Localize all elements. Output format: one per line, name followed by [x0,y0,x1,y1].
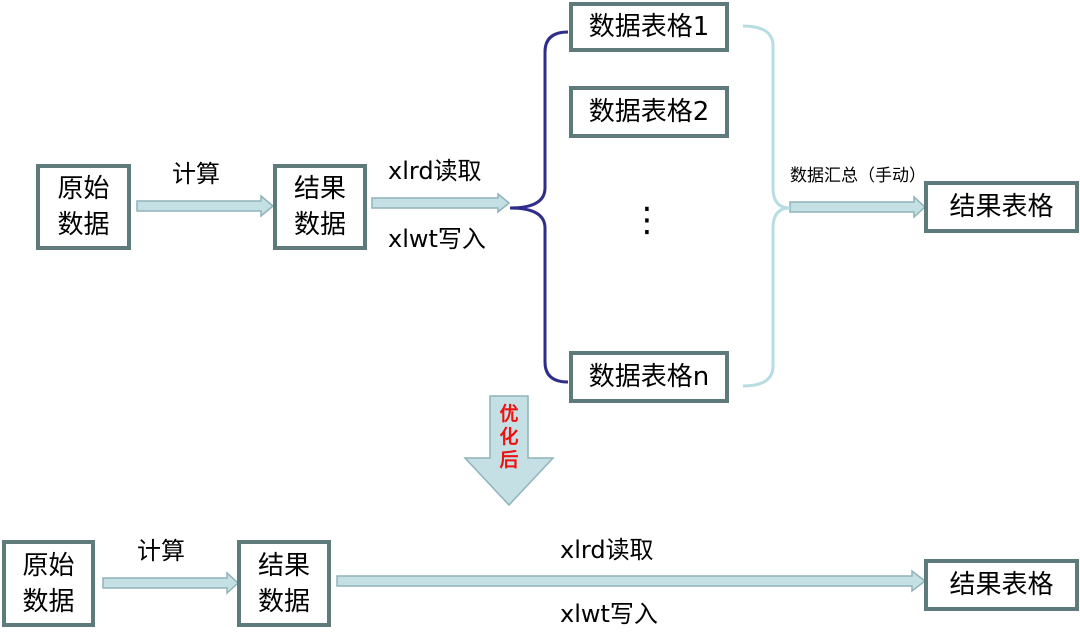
read-label-top: xlrd读取 [388,157,482,185]
data-table-n-box: 数据表格n [569,351,729,403]
read-label-bottom: xlrd读取 [560,536,654,564]
result-table-box-bottom: 结果表格 [924,559,1079,611]
result-data-box-bottom: 结果 数据 [237,540,331,627]
write-label-bottom: xlwt写入 [560,600,658,628]
raw-data-box-bottom: 原始 数据 [2,540,95,627]
result-data-box-top: 结果 数据 [273,164,367,250]
calc-label-bottom: 计算 [137,537,185,565]
optimize-label: 优 化 后 [499,403,519,471]
read-write-arrow-bottom [336,569,927,593]
result-table-box-top: 结果表格 [924,181,1079,233]
calc-arrow-top [136,194,275,218]
calc-arrow-bottom [102,571,240,595]
data-table-2-box: 数据表格2 [569,86,729,138]
optimize-down-arrow [463,395,555,507]
calc-label-top: 计算 [172,160,220,188]
raw-data-box-top: 原始 数据 [36,164,131,250]
summary-arrow [789,195,927,219]
write-label-top: xlwt写入 [388,225,486,253]
summary-label: 数据汇总（手动） [790,166,926,186]
right-brace [742,24,791,388]
left-brace [509,30,569,384]
data-table-1-box: 数据表格1 [569,2,729,52]
ellipsis-dots: ⋮ [630,200,664,240]
read-write-arrow-top [371,192,511,214]
